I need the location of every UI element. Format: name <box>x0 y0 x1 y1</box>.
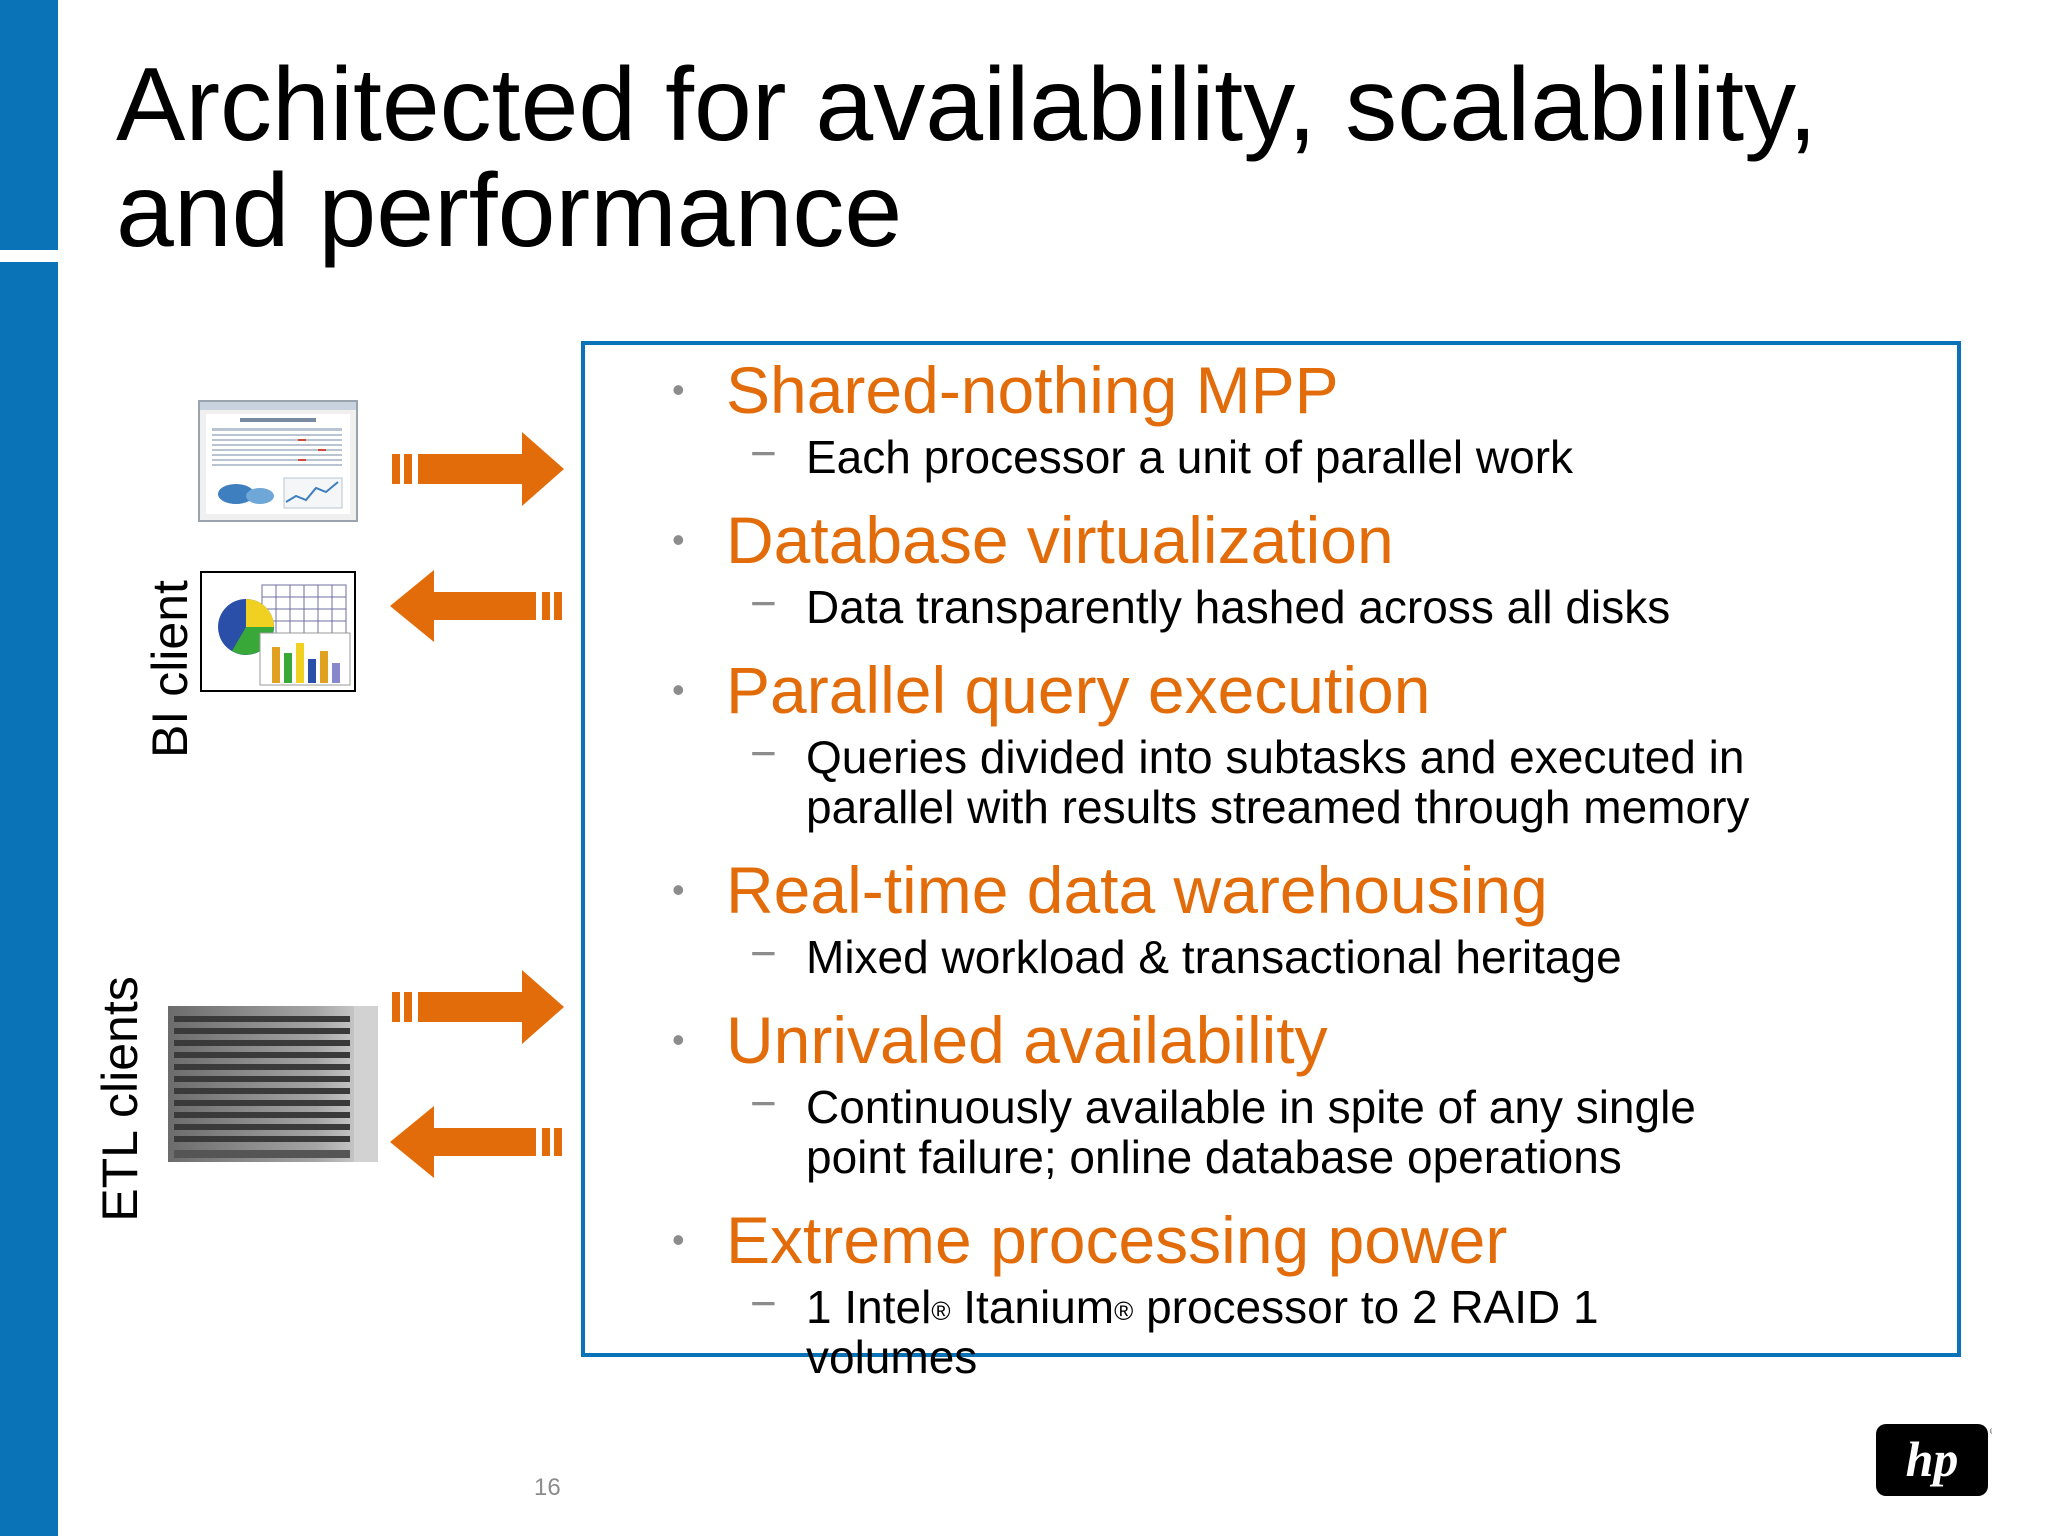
bullet-marker: • <box>672 669 685 710</box>
subpoint-text: Data transparently hashed across all dis… <box>806 581 1671 633</box>
dash-marker: − <box>750 577 777 629</box>
arrow-left-icon-2 <box>390 1106 562 1178</box>
bullet-item: • Unrivaled availability − Continuously … <box>660 1002 1960 1182</box>
subpoint-text: Each processor a unit of parallel work <box>806 431 1574 483</box>
bullet-item: • Shared-nothing MPP − Each processor a … <box>660 352 1960 482</box>
bullet-subpoint: − Continuously available in spite of any… <box>660 1078 1960 1183</box>
dash-marker: − <box>750 927 777 979</box>
bullet-heading: • Real-time data warehousing <box>660 852 1960 928</box>
bullet-heading-text: Database virtualization <box>726 503 1394 577</box>
bullet-list: • Shared-nothing MPP − Each processor a … <box>660 352 1960 1402</box>
registered-mark: ® <box>1114 1296 1134 1326</box>
subpoint-text-line-1: Continuously available in spite of any s… <box>806 1081 1696 1133</box>
dash-marker: − <box>750 1077 777 1129</box>
bullet-marker: • <box>672 1019 685 1060</box>
subpoint-text-part: Itanium <box>950 1281 1115 1333</box>
subpoint-text-line-1: Queries divided into subtasks and execut… <box>806 731 1745 783</box>
bullet-heading-text: Shared-nothing MPP <box>726 353 1339 427</box>
chart-image-icon <box>218 584 351 686</box>
svg-text:®: ® <box>1990 1427 1992 1436</box>
sidebar-accent-bottom <box>0 262 58 1536</box>
bi-client-label: BI client <box>142 580 198 758</box>
bi-report-thumbnail <box>198 400 358 522</box>
subpoint-text-part: processor to 2 RAID 1 <box>1133 1281 1599 1333</box>
dash-marker: − <box>750 727 777 779</box>
bullet-heading: • Unrivaled availability <box>660 1002 1960 1078</box>
content-box <box>581 341 1961 1357</box>
registered-mark: ® <box>931 1296 951 1326</box>
bullet-heading-text: Extreme processing power <box>726 1203 1508 1277</box>
bullet-marker: • <box>672 869 685 910</box>
sidebar-accent-top <box>0 0 58 250</box>
bullet-heading: • Extreme processing power <box>660 1202 1960 1278</box>
bullet-item: • Parallel query execution − Queries div… <box>660 652 1960 832</box>
subpoint-text-part: 1 Intel <box>806 1281 932 1333</box>
bullet-heading: • Database virtualization <box>660 502 1960 578</box>
bullet-heading-text: Real-time data warehousing <box>726 853 1548 927</box>
bullet-heading-text: Parallel query execution <box>726 653 1431 727</box>
etl-clients-label: ETL clients <box>92 976 148 1222</box>
subpoint-text-line-2: volumes <box>806 1331 978 1383</box>
slide-title-line-1: Architected for availability, scalabilit… <box>116 47 1818 163</box>
dash-marker: − <box>750 1277 777 1329</box>
hp-logo-text: hp <box>1906 1431 1959 1487</box>
bullet-item: • Extreme processing power − 1 Intel® It… <box>660 1202 1960 1382</box>
bullet-subpoint: − Data transparently hashed across all d… <box>660 578 1960 633</box>
page-number: 16 <box>534 1474 561 1501</box>
bullet-heading: • Shared-nothing MPP <box>660 352 1960 428</box>
server-rack-icon <box>168 1006 378 1162</box>
etl-server-image <box>168 1006 388 1166</box>
bullet-item: • Real-time data warehousing − Mixed wor… <box>660 852 1960 982</box>
bullet-heading: • Parallel query execution <box>660 652 1960 728</box>
dash-marker: − <box>750 427 777 479</box>
subpoint-text: Mixed workload & transactional heritage <box>806 931 1622 983</box>
report-image-icon <box>200 402 356 514</box>
slide-title: Architected for availability, scalabilit… <box>116 52 1996 264</box>
bullet-subpoint: − Queries divided into subtasks and exec… <box>660 728 1960 833</box>
slide-title-line-2: and performance <box>116 153 903 269</box>
bi-chart-thumbnail <box>200 571 356 692</box>
arrow-left-icon-1 <box>390 570 562 642</box>
hp-logo-icon: hp ® <box>1876 1424 1992 1496</box>
arrow-right-icon-2 <box>392 970 564 1044</box>
bullet-item: • Database virtualization − Data transpa… <box>660 502 1960 632</box>
bullet-marker: • <box>672 519 685 560</box>
bullet-marker: • <box>672 1219 685 1260</box>
bullet-subpoint: − 1 Intel® Itanium® processor to 2 RAID … <box>660 1278 1960 1383</box>
subpoint-text-line-2: point failure; online database operation… <box>806 1131 1622 1183</box>
bullet-subpoint: − Each processor a unit of parallel work <box>660 428 1960 483</box>
subpoint-text-line-2: parallel with results streamed through m… <box>806 781 1750 833</box>
bullet-subpoint: − Mixed workload & transactional heritag… <box>660 928 1960 983</box>
bullet-heading-text: Unrivaled availability <box>726 1003 1328 1077</box>
arrow-right-icon-1 <box>392 432 564 506</box>
bullet-marker: • <box>672 369 685 410</box>
